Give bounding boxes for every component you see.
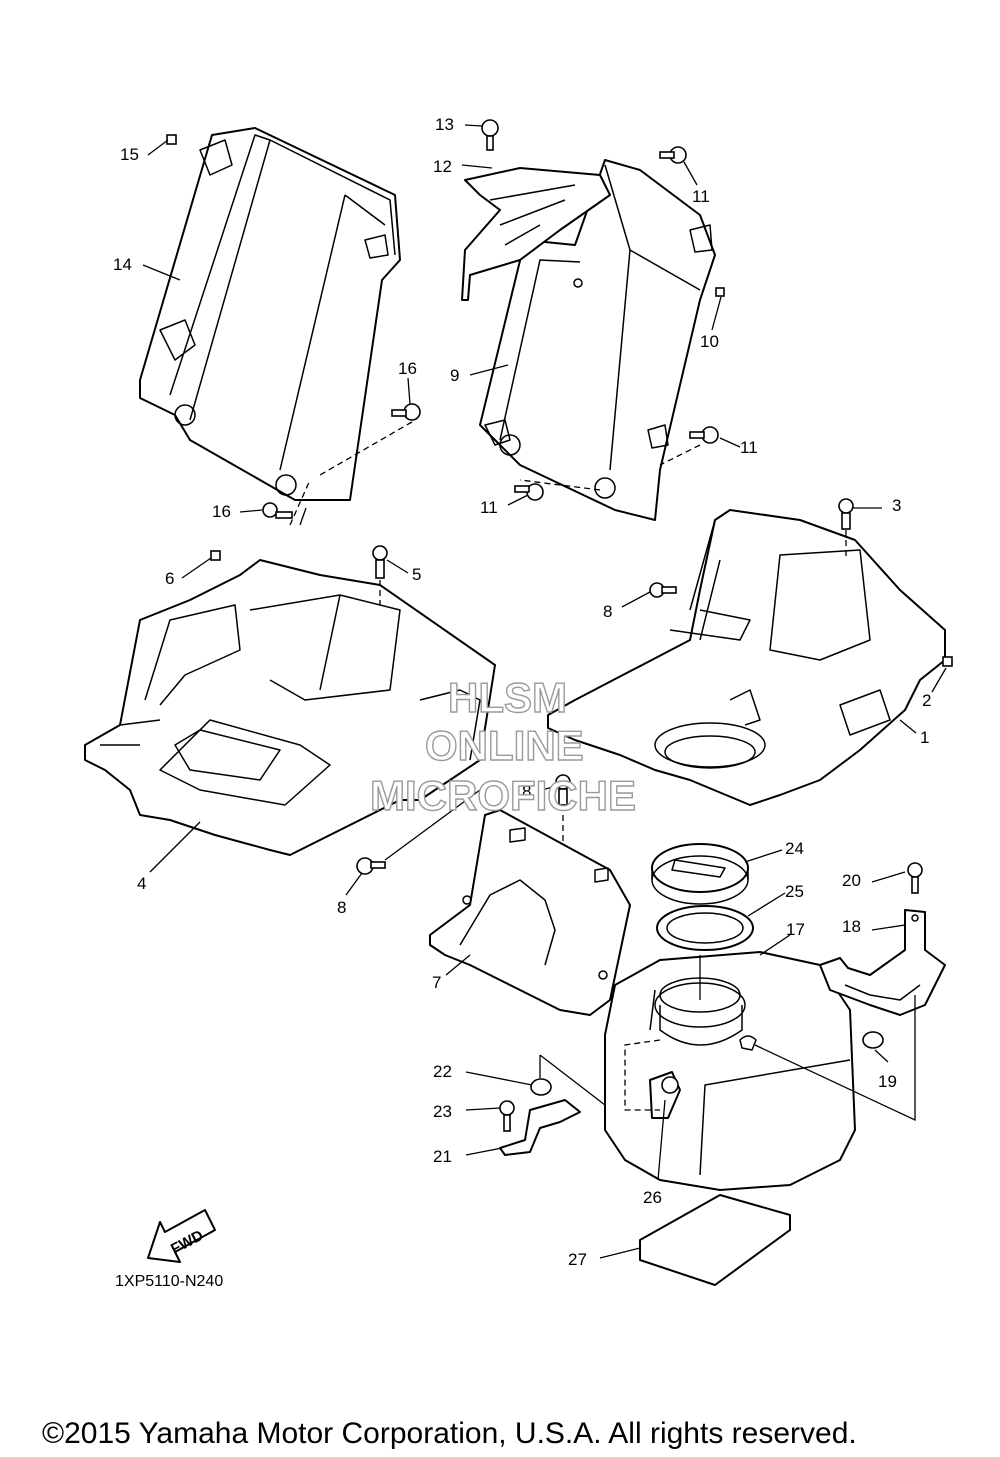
callout-11-bottom: 11 bbox=[480, 498, 498, 517]
callout-20: 20 bbox=[842, 871, 861, 890]
watermark-line-2: ONLINE bbox=[425, 722, 584, 769]
callout-16-right: 16 bbox=[398, 359, 417, 378]
callout-2: 2 bbox=[922, 691, 931, 710]
callout-4: 4 bbox=[137, 874, 146, 893]
diagram-code: 1XP5110-N240 bbox=[115, 1273, 223, 1290]
part-17-fuel-tank bbox=[604, 951, 856, 1191]
callout-13: 13 bbox=[435, 115, 454, 134]
leader-lines bbox=[142, 124, 947, 1259]
callout-19: 19 bbox=[878, 1072, 897, 1091]
callout-6: 6 bbox=[165, 569, 174, 588]
hardware bbox=[166, 119, 953, 1132]
watermark-line-1: HLSM bbox=[448, 674, 567, 721]
callout-11-mid: 11 bbox=[740, 438, 758, 457]
callout-1: 1 bbox=[920, 728, 929, 747]
watermark: HLSM ONLINE MICROFICHE bbox=[369, 673, 636, 819]
callout-5: 5 bbox=[412, 565, 421, 584]
copyright-text: ©2015 Yamaha Motor Corporation, U.S.A. A… bbox=[42, 1417, 857, 1450]
part-12-heat-shield bbox=[461, 167, 611, 301]
callout-8-right: 8 bbox=[603, 602, 612, 621]
fwd-arrow-icon: FWD bbox=[147, 1209, 216, 1263]
part-26-sender bbox=[649, 1071, 681, 1119]
callout-7: 7 bbox=[432, 973, 441, 992]
callout-16-left: 16 bbox=[212, 502, 231, 521]
callout-14: 14 bbox=[113, 255, 132, 274]
callout-11-top: 11 bbox=[692, 187, 710, 206]
callout-12: 12 bbox=[433, 157, 452, 176]
watermark-line-3: MICROFICHE bbox=[370, 772, 636, 819]
part-27-pad bbox=[639, 1194, 791, 1286]
part-1-right-floor bbox=[547, 509, 946, 806]
part-14-left-panel bbox=[139, 127, 401, 501]
callout-23: 23 bbox=[433, 1102, 452, 1121]
callout-22: 22 bbox=[433, 1062, 452, 1081]
part-21-small-bracket bbox=[499, 1099, 581, 1156]
callout-18: 18 bbox=[842, 917, 861, 936]
callout-labels: 15 14 13 12 11 10 9 16 11 11 16 6 5 3 8 … bbox=[113, 115, 931, 1269]
callout-27: 27 bbox=[568, 1250, 587, 1269]
callout-17: 17 bbox=[786, 920, 805, 939]
part-24-tank-cap bbox=[651, 843, 749, 905]
assembly-lines bbox=[289, 421, 916, 1122]
part-4-left-floor bbox=[84, 559, 496, 856]
part-7-side-cover bbox=[429, 809, 631, 1016]
callout-8-left: 8 bbox=[337, 898, 346, 917]
callout-9: 9 bbox=[450, 366, 459, 385]
callout-10: 10 bbox=[700, 332, 719, 351]
callout-25: 25 bbox=[785, 882, 804, 901]
callout-21: 21 bbox=[433, 1147, 452, 1166]
callout-15: 15 bbox=[120, 145, 139, 164]
part-18-bracket bbox=[819, 909, 946, 1016]
part-25-gasket bbox=[656, 905, 754, 951]
callout-24: 24 bbox=[785, 839, 804, 858]
callout-3: 3 bbox=[892, 496, 901, 515]
callout-26: 26 bbox=[643, 1188, 662, 1207]
part-9-right-panel bbox=[479, 159, 716, 521]
callout-8-center: 8 bbox=[522, 782, 531, 801]
